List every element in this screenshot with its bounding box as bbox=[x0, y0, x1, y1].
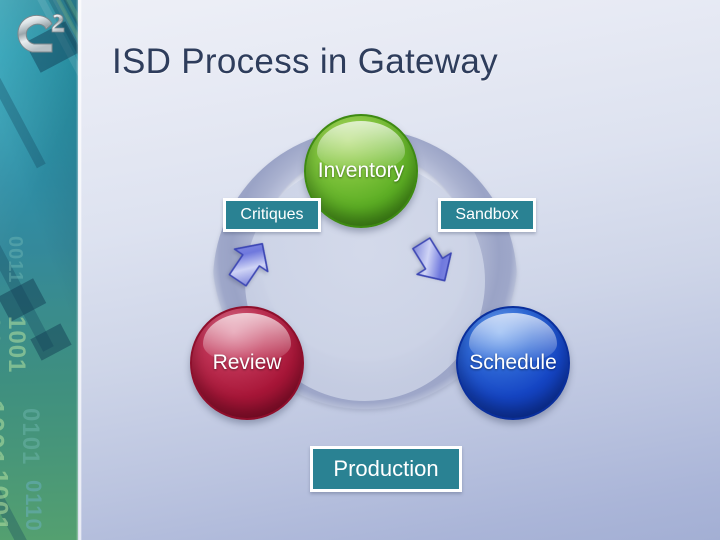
binary-text: 1001 bbox=[0, 470, 14, 532]
node-inventory[interactable]: Inventory bbox=[304, 114, 418, 228]
strip-divider bbox=[76, 0, 82, 540]
arrow-inventory-to-schedule-icon bbox=[412, 237, 452, 282]
page-title: ISD Process in Gateway bbox=[112, 42, 498, 81]
node-schedule[interactable]: Schedule bbox=[456, 306, 570, 420]
binary-text: 1001 bbox=[0, 400, 10, 467]
node-schedule-label: Schedule bbox=[469, 351, 557, 374]
c2-logo-icon bbox=[17, 13, 65, 53]
binary-text: 0011 bbox=[4, 236, 26, 284]
label-production[interactable]: Production bbox=[310, 446, 462, 492]
label-critiques[interactable]: Critiques bbox=[223, 198, 321, 232]
binary-text: 0101 bbox=[17, 408, 44, 466]
left-decorative-strip: 1001 0011 1001 1001 1001 0101 1001 0110 bbox=[0, 0, 78, 540]
node-review[interactable]: Review bbox=[190, 306, 304, 420]
binary-text: 0110 bbox=[21, 480, 46, 532]
node-inventory-label: Inventory bbox=[317, 159, 405, 182]
label-sandbox[interactable]: Sandbox bbox=[438, 198, 536, 232]
binary-text: 1001 bbox=[3, 316, 30, 374]
cycle-diagram: Inventory Schedule Review Critiques Sand… bbox=[140, 95, 590, 515]
arrow-review-to-inventory-icon bbox=[228, 242, 269, 287]
strip-sheen-overlay bbox=[0, 0, 78, 540]
node-review-label: Review bbox=[212, 351, 282, 374]
